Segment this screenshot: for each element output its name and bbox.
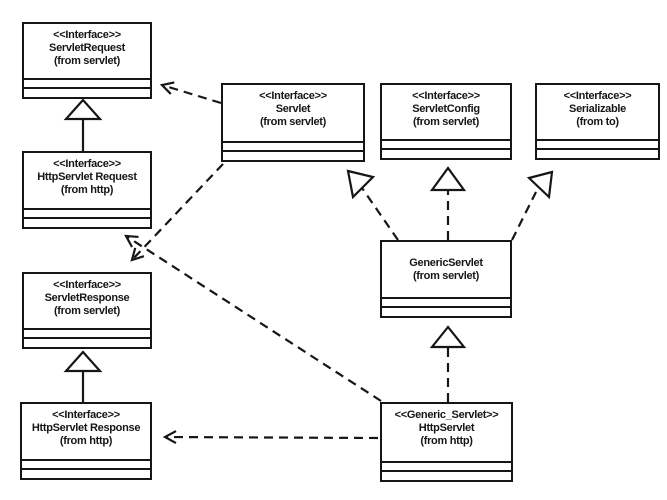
class-header: <<Generic_Servlet>> HttpServlet (from ht… <box>382 404 511 461</box>
dependency-servlet-to-servletresponse <box>130 163 224 262</box>
class-header: <<Interface>> ServletConfig (from servle… <box>382 85 510 139</box>
class-box-genericservlet: GenericServlet (from servlet) <box>380 240 512 318</box>
dependency-httpservlet-to-httpservletresponse <box>162 430 379 445</box>
class-box-httpservletrequest: <<Interface>> HttpServlet Request (from … <box>22 151 152 229</box>
operations-compartment <box>22 468 150 478</box>
dependency-httpservlet-to-httpservletrequest <box>124 234 382 402</box>
class-name: HttpServlet Request <box>37 171 137 183</box>
operations-compartment <box>382 470 511 480</box>
stereotype-label: <<Interface>> <box>563 90 632 102</box>
operations-compartment <box>537 148 658 158</box>
class-name: HttpServlet <box>418 422 475 434</box>
package-label: (from servlet) <box>53 305 121 317</box>
stereotype-label: <<Interface>> <box>53 158 121 170</box>
class-header: <<Interface>> Serializable (from to) <box>537 85 658 139</box>
class-header: GenericServlet (from servlet) <box>382 242 510 297</box>
operations-compartment <box>24 337 150 347</box>
stereotype-label: <<Generic_Servlet>> <box>394 409 499 421</box>
package-label: (from http) <box>420 435 473 447</box>
operations-compartment <box>24 217 150 227</box>
package-label: (from servlet) <box>412 269 480 282</box>
class-header: <<Interface>> HttpServlet Request (from … <box>24 153 150 208</box>
class-name: Serializable <box>569 103 626 115</box>
operations-compartment <box>223 150 363 160</box>
stereotype-label: <<Interface>> <box>53 279 121 291</box>
package-label: (from to) <box>576 116 619 128</box>
generalization-httpservletrequest-to-servletrequest <box>63 98 103 151</box>
attributes-compartment <box>537 139 658 148</box>
class-name: GenericServlet <box>409 256 483 269</box>
class-header: <<Interface>> Servlet (from servlet) <box>223 85 363 141</box>
package-label: (from http) <box>60 184 114 196</box>
package-label: (from http) <box>59 435 113 447</box>
realization-genericservlet-to-servletconfig <box>429 166 467 240</box>
operations-compartment <box>24 87 150 97</box>
class-name: ServletConfig <box>412 103 480 115</box>
attributes-compartment <box>24 78 150 87</box>
attributes-compartment <box>382 139 510 148</box>
stereotype-label: <<Interface>> <box>52 409 120 421</box>
class-header: <<Interface>> ServletRequest (from servl… <box>24 24 150 78</box>
generalization-httpservletresponse-to-servletresponse <box>63 350 103 402</box>
stereotype-label: <<Interface>> <box>259 90 327 102</box>
class-box-servlet: <<Interface>> Servlet (from servlet) <box>221 83 365 162</box>
class-name: HttpServlet Response <box>31 422 141 434</box>
dependency-servlet-to-servletrequest <box>159 81 222 105</box>
class-name: ServletRequest <box>49 42 125 54</box>
package-label: (from servlet) <box>412 116 480 128</box>
stereotype-label: <<Interface>> <box>412 90 480 102</box>
attributes-compartment <box>382 461 511 470</box>
realization-httpservlet-to-genericservlet <box>429 325 467 402</box>
package-label: (from servlet) <box>259 116 327 128</box>
class-name: Servlet <box>275 103 311 115</box>
class-box-servletrequest: <<Interface>> ServletRequest (from servl… <box>22 22 152 99</box>
attributes-compartment <box>24 328 150 337</box>
attributes-compartment <box>22 459 150 468</box>
class-header: <<Interface>> ServletResponse (from serv… <box>24 274 150 328</box>
attributes-compartment <box>24 208 150 217</box>
class-header: <<Interface>> HttpServlet Response (from… <box>22 404 150 459</box>
class-box-httpservletresponse: <<Interface>> HttpServlet Response (from… <box>20 402 152 480</box>
realization-genericservlet-to-servlet <box>346 169 399 241</box>
class-name: ServletResponse <box>44 292 130 304</box>
operations-compartment <box>382 306 510 316</box>
class-box-httpservlet: <<Generic_Servlet>> HttpServlet (from ht… <box>380 402 513 482</box>
stereotype-label: <<Interface>> <box>53 29 121 41</box>
operations-compartment <box>382 148 510 158</box>
package-label: (from servlet) <box>53 55 121 67</box>
class-box-servletresponse: <<Interface>> ServletResponse (from serv… <box>22 272 152 349</box>
attributes-compartment <box>223 141 363 150</box>
attributes-compartment <box>382 297 510 306</box>
realization-genericservlet-to-serializable <box>511 170 554 241</box>
class-box-serializable: <<Interface>> Serializable (from to) <box>535 83 660 160</box>
class-box-servletconfig: <<Interface>> ServletConfig (from servle… <box>380 83 512 160</box>
